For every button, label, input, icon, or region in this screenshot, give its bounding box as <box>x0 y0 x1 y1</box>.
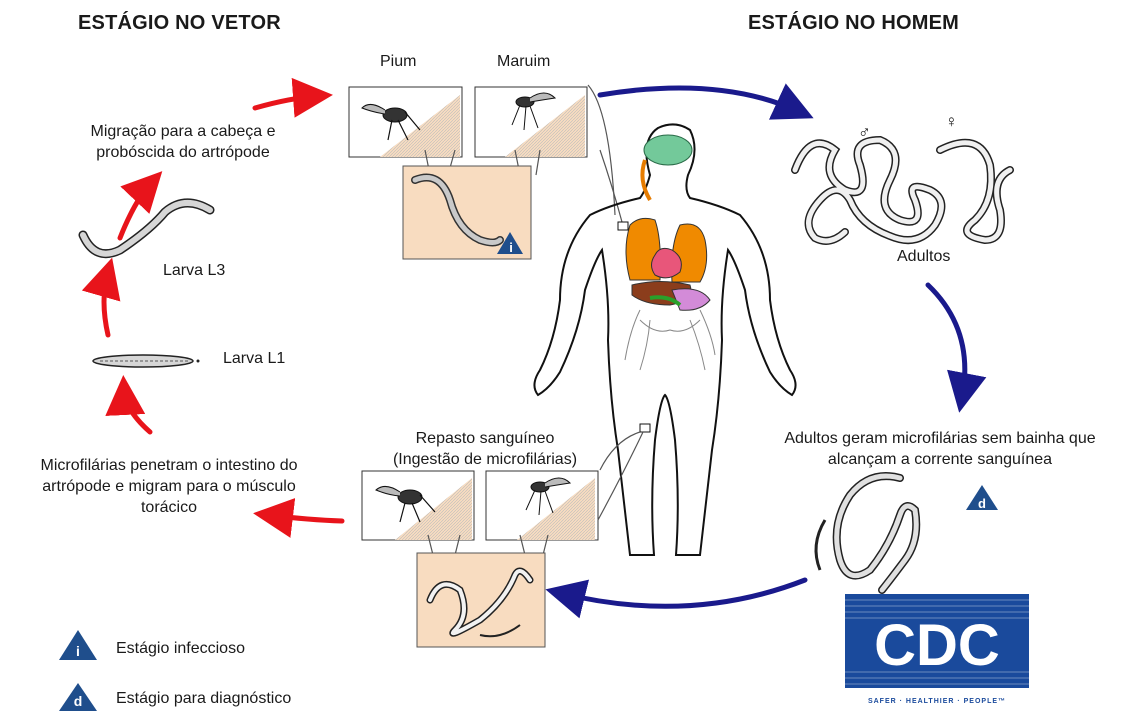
ingested-microfilariae-box <box>416 552 546 648</box>
cdc-logo-tagline: SAFER · HEALTHIER · PEOPLE™ <box>868 698 1006 705</box>
penetrate-label-line2: artrópode e migram para o músculo <box>42 478 296 495</box>
human-body-illustration <box>533 123 797 556</box>
legend-diagnostic-letter: d <box>74 693 83 709</box>
arrow-adults-to-generate <box>925 282 987 413</box>
arrow-to-pium <box>252 77 333 118</box>
penetrate-label-line1: Microfilárias penetram o intestino do <box>40 457 298 474</box>
diagnostic-marker-icon <box>966 485 998 510</box>
penetrate-label: Microfilárias penetram o intestino do ar… <box>6 455 332 518</box>
blood-meal-blackfly-box <box>361 470 475 541</box>
blackfly-icon <box>375 486 436 523</box>
arrow-microfilaria-to-blood-meal <box>545 577 808 619</box>
arrow-l1-to-l3 <box>81 257 121 338</box>
legend-markers <box>59 630 97 711</box>
blood-meal-midge-box <box>485 470 599 541</box>
cdc-logo: CDC SAFER · HEALTHIER · PEOPLE™ <box>845 594 1029 705</box>
cdc-logo-text: CDC <box>874 613 1000 678</box>
larva-l3-label: Larva L3 <box>163 262 226 279</box>
adults-label: Adultos <box>897 248 951 265</box>
intestine-icon <box>671 288 711 311</box>
male-symbol-icon: ♂ <box>858 123 871 142</box>
blood-meal-label-line1: Repasto sanguíneo <box>415 430 555 447</box>
infective-marker-icon <box>497 232 523 254</box>
blackfly-icon <box>361 104 421 141</box>
midge-icon <box>525 477 572 516</box>
microfilaria-drawing <box>814 472 921 594</box>
legend-diagnostic-label: Estágio para diagnóstico <box>116 690 292 707</box>
larva-l3-drawing <box>78 198 215 259</box>
vector-cycle-arrows <box>81 77 345 538</box>
diagnostic-marker-letter: d <box>978 496 986 511</box>
female-symbol-icon: ♀ <box>945 112 958 131</box>
blood-meal-label: Repasto sanguíneo (Ingestão de microfilá… <box>355 428 615 470</box>
vector-stage-header: ESTÁGIO NO VETOR <box>78 12 281 34</box>
legend-infective-label: Estágio infeccioso <box>116 640 245 657</box>
human-cycle-arrows <box>545 83 987 619</box>
infective-marker-letter: i <box>509 240 513 255</box>
larva-l1-drawing <box>92 354 200 368</box>
adults-generate-label-line1: Adultos geram microfilárias sem bainha q… <box>784 430 1096 447</box>
maruim-box <box>474 86 588 158</box>
migration-label-line1: Migração para a cabeça e <box>90 123 276 140</box>
pium-label: Pium <box>380 53 417 70</box>
human-stage-header: ESTÁGIO NO HOMEM <box>748 12 959 34</box>
blood-meal-label-line2: (Ingestão de microfilárias) <box>392 451 578 468</box>
legend-infective-marker-icon <box>59 630 97 660</box>
heart-icon <box>651 247 682 279</box>
adults-generate-label: Adultos geram microfilárias sem bainha q… <box>748 428 1132 470</box>
migration-label-line2: probóscida do artrópode <box>96 144 270 161</box>
maruim-label: Maruim <box>497 53 551 70</box>
arrow-to-adults <box>597 83 814 120</box>
legend-infective-letter: i <box>76 643 80 659</box>
arrow-l3-to-migration <box>117 171 163 241</box>
adults-generate-label-line2: alcançam a corrente sanguínea <box>827 451 1053 468</box>
larva-l1-label: Larva L1 <box>223 350 286 367</box>
adult-worms-drawing: ♂ ♀ <box>791 112 1014 245</box>
legend-diagnostic-marker-icon <box>59 683 97 711</box>
arrow-mosquito-to-penetrate <box>253 498 345 538</box>
infective-larva-box <box>402 165 532 260</box>
brain-icon <box>643 134 693 166</box>
penetrate-label-line3: torácico <box>140 499 198 516</box>
pium-box <box>348 86 463 158</box>
arrow-penetrate-to-l1 <box>105 375 153 435</box>
migration-label: Migração para a cabeça e probóscida do a… <box>58 121 308 163</box>
midge-icon <box>511 92 557 131</box>
